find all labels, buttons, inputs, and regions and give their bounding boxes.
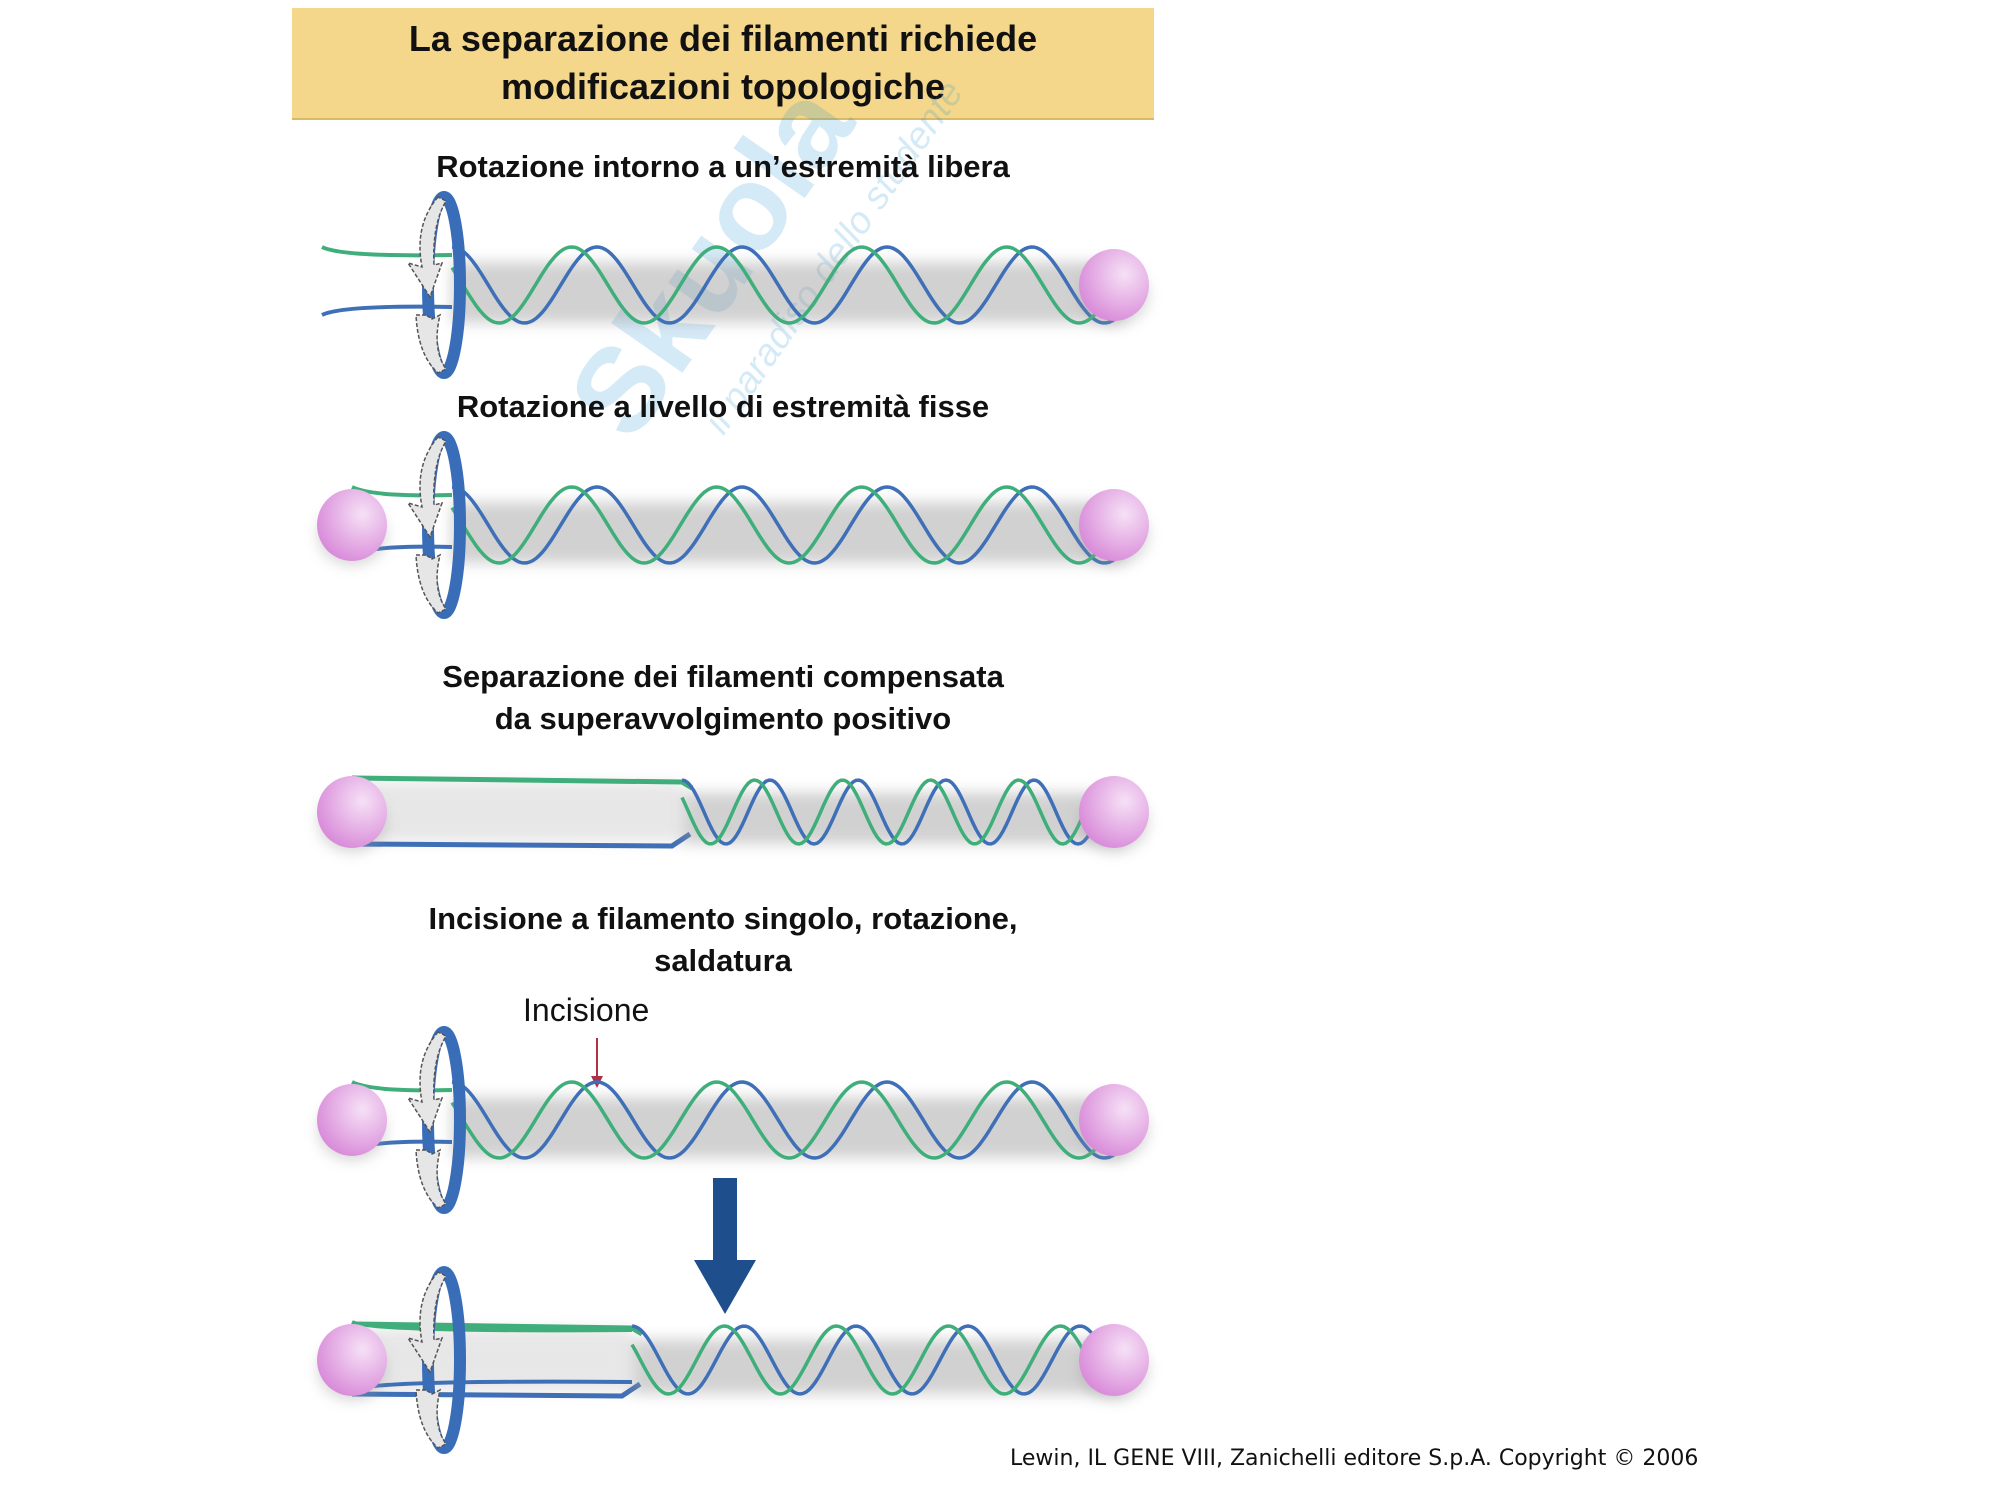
bead-sphere — [1079, 1084, 1149, 1156]
bead-right — [1079, 776, 1149, 852]
bead-sphere — [317, 1084, 387, 1156]
bead-left — [317, 489, 387, 565]
title-line-1: La separazione dei filamenti richiede — [408, 18, 1038, 59]
panel-3-diagram — [317, 775, 1149, 852]
title-banner: La separazione dei filamenti richiede mo… — [292, 8, 1154, 120]
bead-sphere — [1079, 249, 1149, 321]
strand-green — [450, 245, 1123, 325]
bead-right — [1079, 1084, 1149, 1160]
panel-4-heading-line-1: Incisione a filamento singolo, rotazione… — [428, 901, 1018, 936]
strand-blue — [631, 1324, 1123, 1396]
dna-helix — [321, 245, 1123, 325]
helix-shadow — [452, 1097, 1122, 1158]
strand-green-open — [351, 1321, 644, 1337]
strand-blue — [451, 245, 1123, 325]
strand-green — [630, 1324, 1122, 1396]
panel-1-diagram — [321, 191, 1149, 379]
bead-sphere — [1079, 489, 1149, 561]
panel-3-heading-line-2: da superavvolgimento positivo — [494, 701, 952, 736]
arrow-grey-bottom — [415, 313, 448, 374]
bead-sphere — [1079, 1324, 1149, 1396]
bead-sphere — [1079, 776, 1149, 848]
strand-green — [450, 1080, 1123, 1160]
bead-left — [317, 1324, 387, 1400]
panel-3-heading: Separazione dei filamenti compensata da … — [292, 656, 1154, 740]
copyright-footer: Lewin, IL GENE VIII, Zanichelli editore … — [1010, 1446, 1699, 1471]
arrow-grey-top — [406, 436, 448, 539]
bead-sphere — [317, 1324, 387, 1396]
arrow-grey-top — [406, 1031, 448, 1134]
rotation-arrow-icon — [406, 191, 466, 379]
bead-right — [1079, 489, 1149, 565]
panel-4-diagram — [317, 1026, 1149, 1214]
dna-helix — [351, 485, 1123, 565]
rotation-arrow-icon — [406, 431, 466, 619]
dna-helix — [680, 778, 1122, 846]
strand-tail-green — [351, 1080, 453, 1093]
strand-blue — [451, 1080, 1123, 1160]
strand-blue — [681, 778, 1121, 846]
arrow-grey-top — [406, 1271, 448, 1374]
rotation-arrow-icon — [406, 1026, 466, 1214]
panel-2-heading: Rotazione a livello di estremità fisse — [292, 386, 1154, 428]
bead-left — [317, 776, 387, 852]
arrow-grey-bottom — [415, 553, 448, 614]
strand-green — [680, 778, 1122, 846]
rotation-arrow-icon — [406, 1266, 466, 1454]
strand-shadow — [352, 782, 682, 842]
panel-4-heading: Incisione a filamento singolo, rotazione… — [292, 898, 1154, 982]
dna-helix — [351, 1080, 1123, 1160]
panel-2-diagram — [317, 431, 1149, 619]
bead-right — [1079, 1324, 1149, 1400]
helix-shadow — [682, 792, 1122, 844]
bead-left — [317, 1084, 387, 1160]
bead-sphere — [317, 489, 387, 561]
nick-label: Incisione — [523, 992, 650, 1028]
panel-3-heading-line-1: Separazione dei filamenti compensata — [442, 659, 1004, 694]
panel-1-heading-line-1: Rotazione intorno a un’estremità libera — [436, 149, 1010, 184]
panel-5-diagram — [317, 1266, 1149, 1454]
bead-right — [1079, 249, 1149, 325]
strand-blue — [451, 485, 1123, 565]
arrow-grey-bottom — [415, 1388, 448, 1449]
panel-1-heading: Rotazione intorno a un’estremità libera — [292, 146, 1154, 188]
strand-tail-green — [351, 485, 453, 498]
helix-shadow — [452, 502, 1122, 563]
panel-4-heading-line-2: saldatura — [654, 943, 792, 978]
title-line-2: modificazioni topologiche — [501, 66, 945, 107]
down-arrow-icon — [694, 1178, 756, 1314]
strand-green — [450, 485, 1123, 565]
bead-sphere — [317, 776, 387, 848]
helix-shadow — [452, 262, 1122, 323]
arrow-grey-top — [406, 196, 448, 299]
arrow-grey-bottom — [415, 1148, 448, 1209]
separated-strands — [351, 775, 694, 849]
panel-2-heading-line-1: Rotazione a livello di estremità fisse — [456, 389, 990, 424]
